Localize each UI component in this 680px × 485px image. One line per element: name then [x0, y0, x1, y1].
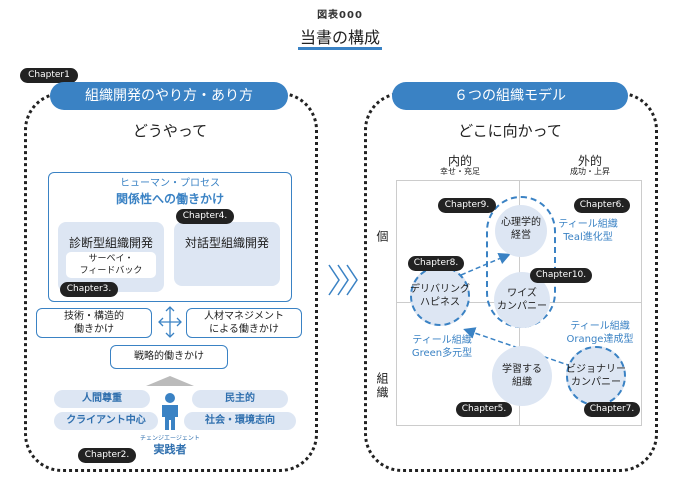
- col-outer-sub: 成功・上昇: [570, 167, 610, 176]
- figure-label: 図表000: [317, 10, 363, 21]
- dialogic-od-label: 対話型組織開発: [184, 236, 269, 250]
- person-icon: [162, 393, 178, 430]
- diagnostic-od-label: 診断型組織開発: [68, 236, 153, 250]
- green-line2: Green多元型: [411, 348, 473, 359]
- right-subheading: どこに向かって: [458, 122, 562, 140]
- chapter2-tag: Chapter2.: [78, 448, 136, 463]
- wise-line2: カンパニー: [497, 301, 547, 312]
- flow-arrows: [460, 253, 572, 367]
- col-outer-label: 外的: [577, 154, 602, 168]
- learning-line2: 組織: [512, 377, 532, 388]
- survey-feedback-line2: フィードバック: [79, 266, 143, 276]
- pedestal-triangle: [146, 376, 194, 386]
- strategic-label: 戦略的働きかけ: [134, 351, 204, 362]
- chapter3-tag: Chapter3.: [60, 282, 118, 297]
- practitioner-label: 実践者: [153, 443, 187, 456]
- psych-line1: 心理学的: [501, 217, 541, 228]
- page-title: 当書の構成: [299, 28, 380, 47]
- teal-line1: ティール組織: [558, 219, 618, 230]
- chapter10-tag: Chapter10.: [530, 268, 592, 283]
- survey-feedback-box: [66, 252, 156, 278]
- relationship-approach: 関係性への働きかけ: [115, 192, 224, 206]
- technical-structural-box: [36, 308, 152, 338]
- row-organization-label: 組織: [375, 372, 389, 400]
- strategic-box: [110, 345, 228, 369]
- chapter9-tag: Chapter9.: [438, 198, 496, 213]
- survey-feedback-line1: サーベイ・: [88, 254, 134, 264]
- dialogic-od-box: [174, 222, 280, 286]
- dh-line1: デリバリング: [410, 284, 470, 295]
- chapter8-tag: Chapter8.: [408, 256, 464, 271]
- left-heading: 組織開発のやり方・あり方: [50, 82, 288, 110]
- green-line1: ティール組織: [412, 335, 472, 346]
- chapter1-tag: Chapter1: [20, 68, 78, 83]
- psych-line2: 経営: [511, 230, 531, 241]
- cross-arrows-icon: [158, 306, 182, 338]
- hr-management-line1: 人材マネジメント: [204, 311, 284, 322]
- learning-organization-circle: [492, 346, 552, 406]
- hr-management-line2: による働きかけ: [209, 324, 279, 335]
- right-heading: ６つの組織モデル: [392, 82, 628, 110]
- row-individual-label: 個: [375, 230, 389, 244]
- orange-line2: Orange達成型: [566, 334, 634, 345]
- title-underline: [298, 47, 382, 50]
- wise-line1: ワイズ: [507, 288, 537, 299]
- orange-line1: ティール組織: [570, 321, 630, 332]
- technical-structural-line2: 働きかけ: [74, 324, 114, 335]
- visionary-line2: カンパニー: [571, 377, 621, 388]
- value-human-respect: 人間尊重: [54, 390, 150, 408]
- col-inner-label: 内的: [447, 154, 472, 168]
- value-democratic: 民主的: [192, 390, 288, 408]
- hr-management-box: [186, 308, 302, 338]
- left-subheading: どうやって: [132, 122, 208, 140]
- change-agent-ruby: チェンジエージェント: [140, 435, 200, 442]
- chapter6-tag: Chapter6.: [574, 198, 630, 213]
- dh-line2: ハピネス: [420, 297, 460, 308]
- learning-line1: 学習する: [502, 364, 542, 375]
- human-process-title: ヒューマン・プロセス: [120, 178, 220, 189]
- value-social-environmental: 社会・環境志向: [184, 412, 296, 430]
- chapter5-tag: Chapter5.: [456, 402, 512, 417]
- value-client-centered: クライアント中心: [54, 412, 158, 430]
- col-inner-sub: 幸せ・充足: [440, 167, 480, 176]
- chapter7-tag: Chapter7.: [584, 402, 640, 417]
- visionary-line1: ビジョナリー: [566, 364, 626, 375]
- chevrons-right-icon: [328, 264, 358, 296]
- teal-line2: Teal進化型: [563, 232, 613, 243]
- chapter4-tag: Chapter4.: [176, 209, 234, 224]
- technical-structural-line1: 技術・構造的: [64, 311, 124, 322]
- psychological-management-bg: [495, 205, 547, 257]
